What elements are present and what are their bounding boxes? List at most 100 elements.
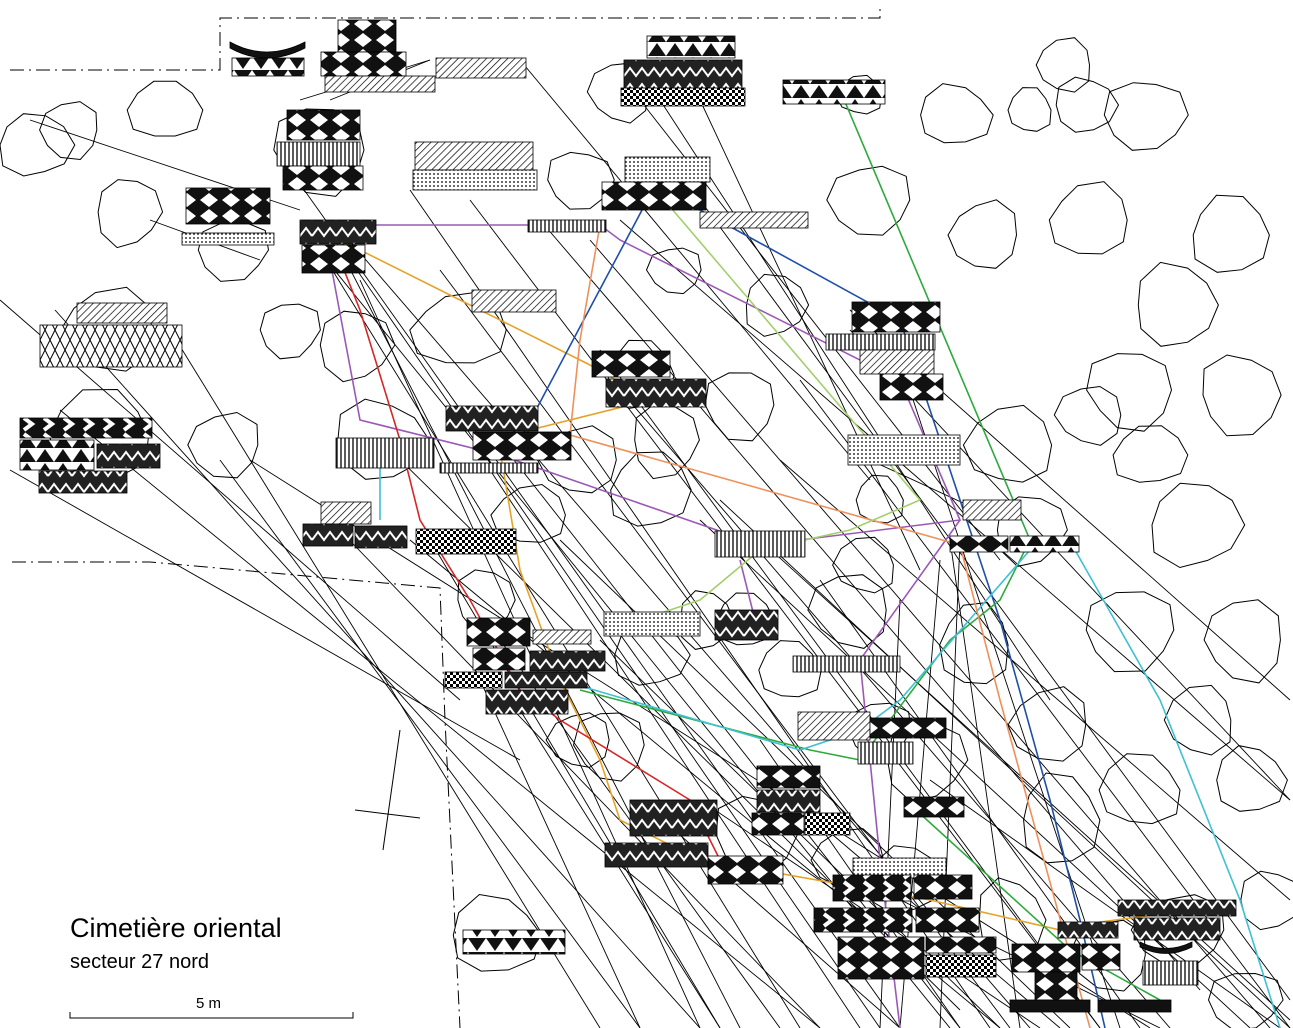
- grave-pit: [0, 113, 76, 177]
- decor-band: [859, 349, 935, 375]
- pottery-decor-bands: [19, 19, 1237, 1013]
- decor-band: [39, 324, 183, 368]
- decor-band: [472, 431, 572, 461]
- decor-band: [462, 929, 566, 955]
- relation-line: [589, 239, 1271, 1028]
- grave-pit: [1048, 181, 1128, 255]
- decor-band: [792, 655, 901, 673]
- grave-pit: [452, 893, 543, 972]
- colored-relation-line: [1074, 549, 1281, 1028]
- decor-band: [412, 169, 538, 191]
- decor-band: [301, 244, 366, 274]
- decor-band: [756, 765, 821, 789]
- grave-pit: [920, 83, 994, 144]
- matched-relation-lines: [300, 89, 1281, 1028]
- grave-pit: [1151, 482, 1246, 569]
- grave-pit: [1007, 87, 1052, 132]
- decor-band: [302, 523, 354, 547]
- grave-pit: [572, 712, 645, 782]
- legend-title: Cimetière oriental: [70, 913, 282, 943]
- decor-band: [782, 79, 886, 105]
- relation-line: [519, 709, 721, 1028]
- decor-rim: [1139, 941, 1193, 954]
- grave-pit: [259, 303, 321, 360]
- relation-line: [329, 229, 741, 1028]
- decor-band: [471, 289, 557, 313]
- decor-band: [415, 528, 517, 555]
- grave-pit: [634, 403, 700, 480]
- grave-pit: [758, 640, 822, 698]
- relation-line: [59, 409, 821, 1028]
- sector-boundary: [10, 6, 881, 1028]
- decor-band: [869, 717, 947, 739]
- decor-band: [320, 501, 372, 525]
- decor-band: [915, 907, 980, 933]
- relation-lines: [0, 59, 1291, 1028]
- relation-line: [699, 519, 1251, 1028]
- decor-band: [439, 462, 539, 474]
- decor-band: [466, 617, 531, 647]
- relation-line: [779, 459, 1291, 901]
- decor-band: [320, 51, 407, 77]
- decor-band: [276, 141, 361, 167]
- decor-band: [756, 789, 821, 813]
- grave-pit: [704, 372, 775, 442]
- relation-line: [539, 219, 1201, 991]
- relation-line: [699, 199, 1291, 1001]
- decor-band: [623, 59, 743, 89]
- grave-pit: [1163, 684, 1232, 756]
- decor-band: [76, 302, 168, 324]
- decor-band: [504, 671, 588, 689]
- grave-pit: [645, 247, 702, 295]
- grave-pit: [197, 221, 270, 282]
- orientation-cross: [354, 729, 421, 851]
- relation-line: [329, 519, 821, 1028]
- relation-line: [639, 799, 901, 1028]
- colored-relation-line: [569, 224, 1091, 1028]
- decor-band: [620, 87, 746, 107]
- grave-pit: [1053, 385, 1122, 446]
- decor-band: [354, 525, 408, 549]
- relation-line: [949, 539, 1021, 1028]
- grave-pit: [1130, 894, 1225, 967]
- grave-pit: [1007, 686, 1087, 762]
- relation-line: [849, 329, 1291, 801]
- decor-band: [714, 609, 779, 641]
- decor-band: [19, 417, 153, 439]
- decor-rim: [229, 41, 306, 59]
- grave-pit: [547, 151, 615, 210]
- decor-band: [414, 141, 534, 171]
- decor-band: [445, 405, 539, 432]
- decor-band: [925, 936, 997, 954]
- grave-pit: [996, 496, 1068, 567]
- boundary-north: [10, 6, 881, 71]
- grave-pit: [947, 199, 1018, 269]
- decor-band: [879, 373, 944, 401]
- decor-band: [286, 109, 361, 141]
- decor-band: [797, 711, 871, 741]
- relation-line: [899, 359, 1121, 1028]
- grave-pit: [1192, 194, 1270, 273]
- decor-band: [1097, 999, 1172, 1013]
- decor-band: [185, 187, 271, 225]
- decor-band: [603, 611, 701, 637]
- grave-pit: [126, 80, 204, 137]
- decor-band: [903, 796, 965, 818]
- decor-band: [19, 439, 95, 471]
- grave-pit: [545, 712, 610, 768]
- decor-band: [949, 535, 1009, 553]
- decor-band: [231, 57, 305, 77]
- relation-line: [349, 259, 881, 1028]
- decor-band: [601, 181, 707, 211]
- grave-pit: [1098, 753, 1181, 825]
- grave-pit: [1055, 76, 1120, 133]
- decor-band: [1081, 943, 1121, 971]
- relation-line: [929, 779, 1281, 1028]
- decor-band: [1117, 899, 1237, 917]
- relation-line: [249, 459, 1151, 1028]
- relation-line: [9, 469, 521, 761]
- decor-band: [532, 629, 592, 645]
- decor-band: [857, 741, 914, 765]
- decor-band: [529, 650, 606, 672]
- decor-band: [299, 219, 377, 245]
